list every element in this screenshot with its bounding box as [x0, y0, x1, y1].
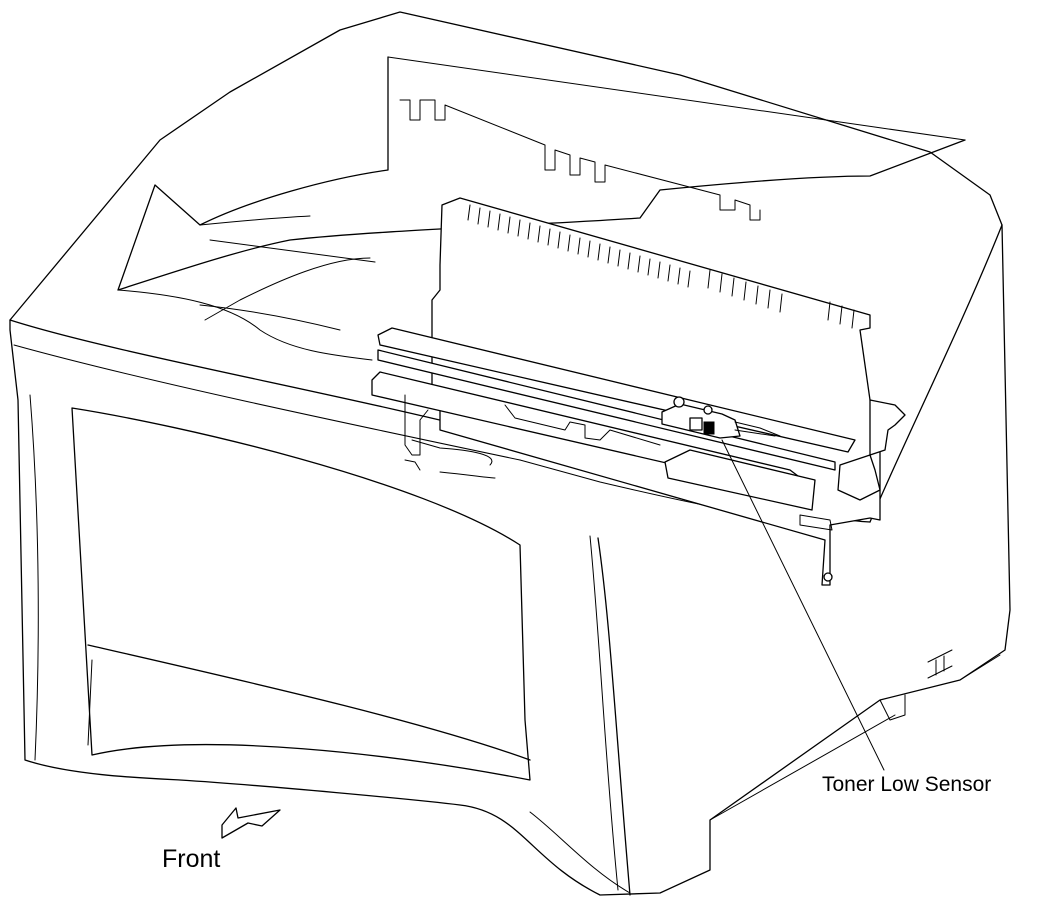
toner-low-sensor-unit	[661, 396, 781, 439]
top-output-area	[117, 56, 966, 361]
front-label: Front	[162, 845, 221, 873]
toner-low-sensor-leader	[721, 439, 885, 771]
internal-assembly	[371, 197, 906, 586]
toner-low-sensor-label: Toner Low Sensor	[822, 773, 992, 796]
side-vent-marks	[927, 649, 953, 679]
front-direction-arrow	[221, 807, 281, 839]
front-door-panel	[71, 407, 531, 781]
